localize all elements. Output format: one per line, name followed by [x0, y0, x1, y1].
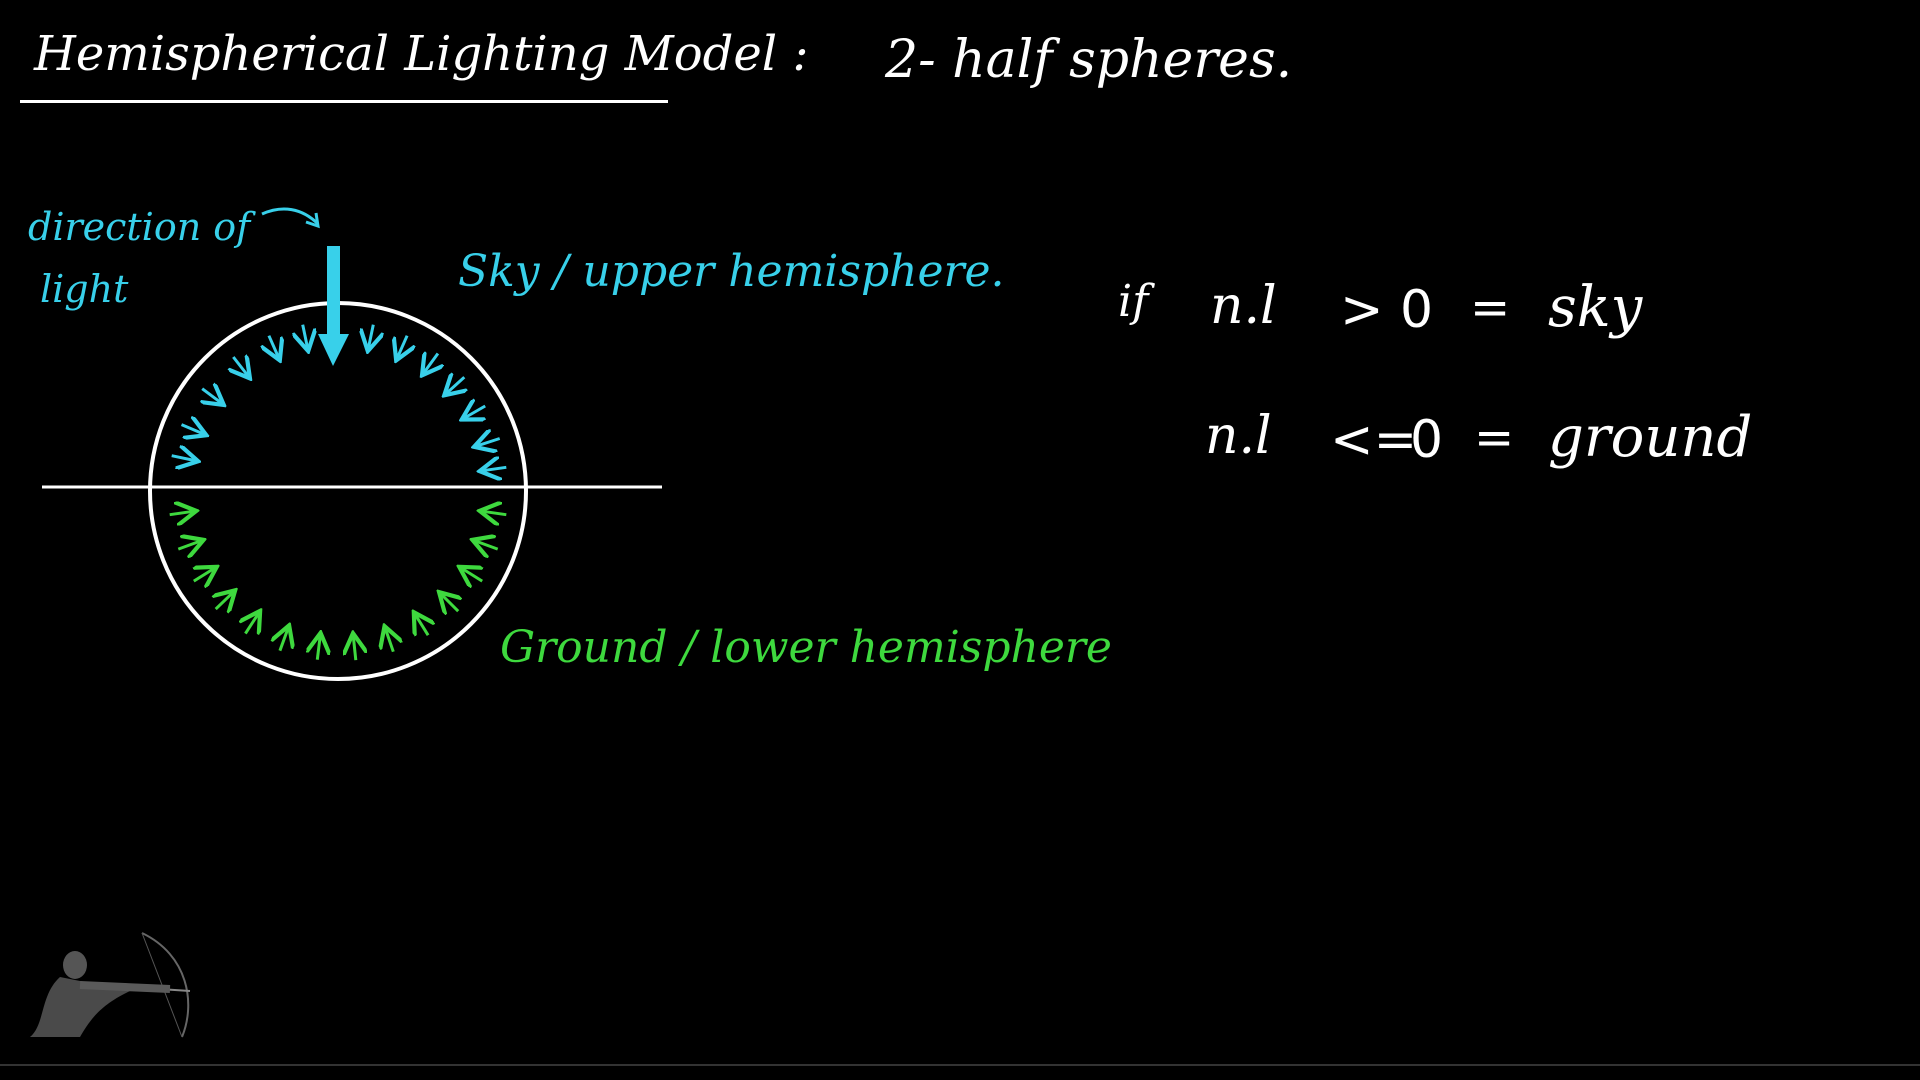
ground-hemisphere-label: Ground / lower hemisphere [500, 622, 1112, 673]
light-direction-arrow [318, 246, 349, 366]
sky-arrow-2 [202, 389, 221, 403]
ground-arrow-10 [441, 594, 458, 611]
ground-arrows-group [169, 511, 507, 661]
ground-arrow-9 [415, 615, 428, 635]
page-title: Hemispherical Lighting Model : [34, 26, 809, 82]
ground-arrow-1 [177, 541, 201, 549]
ground-arrow-3 [216, 592, 233, 609]
ground-arrow-0 [169, 511, 194, 514]
sky-arrow-11 [477, 439, 501, 446]
if-keyword: if [1118, 276, 1149, 327]
ground-arrow-13 [483, 511, 507, 514]
row1-operator: > [1340, 280, 1384, 340]
ground-arrow-4 [245, 613, 258, 633]
row2-result: ground [1548, 405, 1753, 470]
sky-arrows-group [171, 324, 507, 471]
row2-operator: <= [1330, 410, 1418, 470]
sky-arrow-7 [397, 335, 407, 358]
subtitle: 2- half spheres. [885, 30, 1293, 90]
sky-arrow-3 [233, 357, 248, 376]
sky-arrow-4 [269, 335, 279, 358]
sky-arrow-9 [447, 377, 465, 393]
row2-value: 0 [1410, 410, 1444, 470]
ground-arrow-8 [386, 629, 394, 653]
sky-arrow-0 [171, 456, 196, 461]
sky-arrow-6 [368, 324, 373, 349]
row2-lhs: n.l [1205, 406, 1272, 466]
row2-equals: = [1474, 410, 1515, 466]
sky-arrow-8 [424, 354, 438, 373]
sky-arrow-10 [464, 406, 485, 418]
bottom-rule [0, 1064, 1920, 1066]
sphere-circle [148, 301, 528, 681]
sky-arrow-12 [483, 467, 507, 470]
row1-result: sky [1548, 275, 1643, 340]
row1-lhs: n.l [1210, 276, 1277, 336]
ground-arrow-11 [462, 568, 482, 581]
ground-arrow-6 [317, 636, 320, 660]
sky-arrow-1 [180, 425, 204, 434]
sky-arrow-5 [303, 324, 308, 349]
archer-logo-icon [30, 932, 191, 1038]
row1-equals: = [1470, 280, 1511, 336]
ground-arrow-7 [353, 636, 356, 661]
title-underline [20, 100, 668, 103]
direction-label-line2: light [40, 267, 129, 311]
sky-hemisphere-label: Sky / upper hemisphere. [458, 246, 1005, 297]
ground-arrow-2 [194, 568, 214, 581]
ground-arrow-12 [475, 541, 499, 549]
row1-value: 0 [1400, 280, 1434, 340]
direction-label-line1: direction of [28, 205, 251, 249]
ground-arrow-5 [280, 628, 288, 652]
curved-pointer-arrow [261, 207, 320, 229]
